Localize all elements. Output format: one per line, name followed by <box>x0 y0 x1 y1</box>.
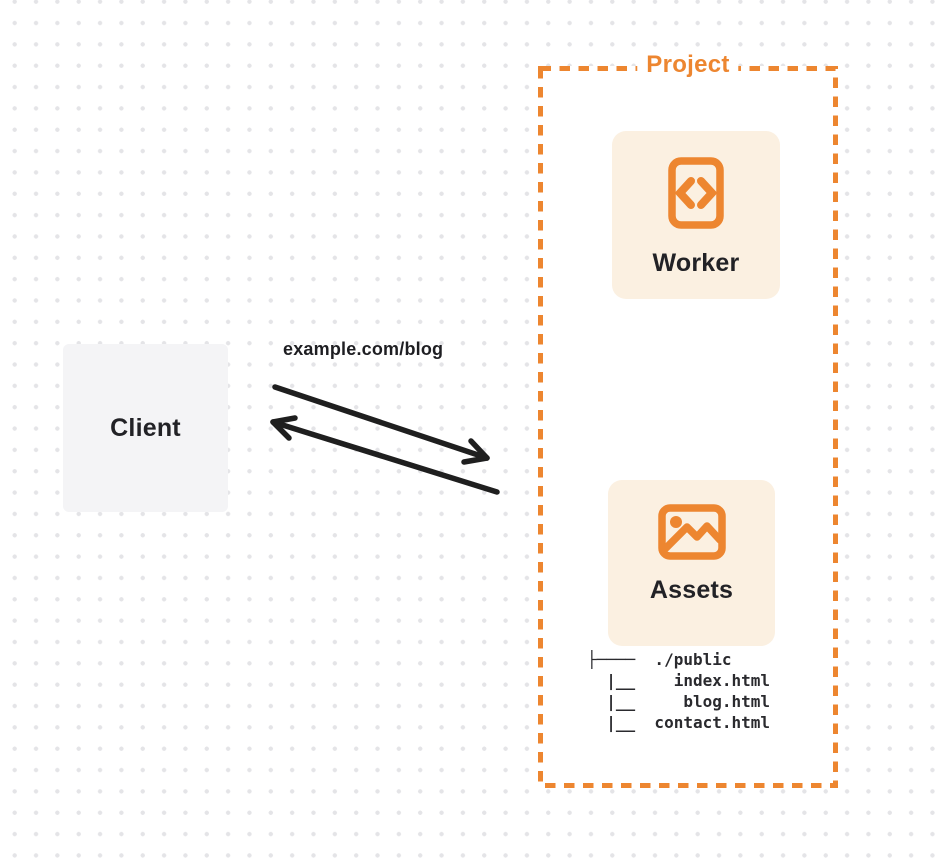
response-arrow-line <box>270 419 500 495</box>
project-title: Project <box>637 50 739 79</box>
response-arrowhead-icon <box>270 415 298 441</box>
assets-label: Assets <box>649 576 734 604</box>
assets-file-tree: ├──── ./public |__ index.html |__ blog.h… <box>587 650 771 732</box>
client-node: Client <box>63 344 228 512</box>
assets-node: Assets <box>608 480 775 646</box>
request-arrow-line <box>272 384 490 461</box>
client-label: Client <box>110 413 181 442</box>
request-arrowhead-icon <box>461 438 490 465</box>
project-group: Project Worker Assets <box>538 50 838 788</box>
project-dashed-border <box>538 66 838 788</box>
request-url-label: example.com/blog <box>283 339 444 359</box>
worker-node: Worker <box>612 131 780 299</box>
code-document-icon <box>668 157 724 229</box>
worker-label: Worker <box>652 249 740 277</box>
image-icon <box>657 504 726 560</box>
